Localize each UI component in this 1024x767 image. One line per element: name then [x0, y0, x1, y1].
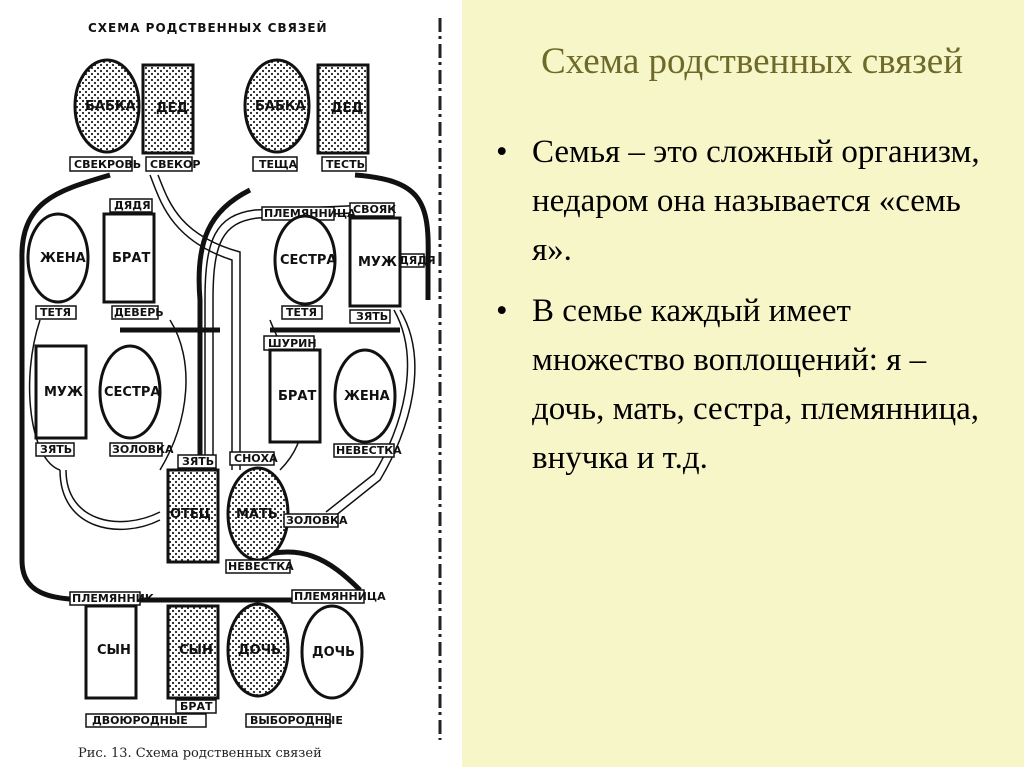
tag-nevestka-1: НЕВЕСТКА — [336, 444, 402, 457]
scanned-diagram: СХЕМА РОДСТВЕННЫХ СВЯЗЕЙ БАБКА ДЕД БАБКА… — [0, 0, 462, 767]
tag-svoyak: СВОЯК — [353, 203, 396, 216]
ded-paternal-label: ДЕД — [156, 101, 188, 116]
row2-tags-bottom — [35, 305, 391, 324]
tag-dever: ДЕВЕРЬ — [114, 306, 164, 319]
otec — [166, 468, 220, 564]
muzh-left-label: МУЖ — [44, 385, 83, 400]
sestra-left-label: СЕСТРА — [104, 385, 160, 400]
tag-test: ТЕСТЬ — [326, 158, 365, 171]
tag-teshcha: ТЕЩА — [259, 158, 298, 171]
muzh-right — [348, 216, 402, 308]
diagram-caption: Рис. 13. Схема родственных связей — [78, 746, 322, 761]
doch-cousin-label: ДОЧЬ — [312, 645, 355, 660]
muzh-left — [34, 344, 88, 440]
bullet-text-1: Семья – это сложный организм, недаром он… — [532, 134, 980, 268]
diagram-title: СХЕМА РОДСТВЕННЫХ СВЯЗЕЙ — [88, 20, 328, 35]
bullet-text-2: В семье каждый имеет множество воплощени… — [532, 293, 980, 476]
bullet-dot-icon: • — [496, 134, 508, 170]
babka-paternal-label: БАБКА — [85, 99, 136, 114]
slide-text-panel: Схема родственных связей • Семья – это сл… — [462, 0, 1024, 767]
tag-zyat-1: ЗЯТЬ — [356, 310, 388, 323]
babka-maternal — [243, 58, 311, 154]
syn-cousin — [84, 604, 138, 700]
syn-sibling-label: СЫН — [179, 643, 213, 658]
brat-left — [102, 212, 156, 304]
zhena-right — [333, 348, 397, 444]
tag-dyadya-2: ДЯДЯ — [399, 254, 436, 267]
ded-maternal — [316, 63, 370, 155]
ded-maternal-label: ДЕД — [331, 101, 363, 116]
brat-left-label: БРАТ — [112, 251, 150, 266]
double-lines — [28, 174, 416, 531]
tag-plemyannica: ПЛЕМЯННИЦА — [264, 207, 356, 220]
syn-cousin-label: СЫН — [97, 643, 131, 658]
tag-brat-3: БРАТ — [180, 700, 213, 713]
top-role-tags — [69, 156, 367, 172]
row2-tags-top — [109, 198, 425, 268]
doch-cousin — [300, 604, 364, 700]
zhena-left — [26, 212, 90, 304]
bullet-item: • В семье каждый имеет множество воплощен… — [496, 287, 1002, 483]
brat-right-label: БРАТ — [278, 389, 316, 404]
row3-tags-bottom — [35, 442, 395, 458]
tag-vyborodnye: ВЫБОРОДНЫЕ — [250, 714, 343, 727]
muzh-right-label: МУЖ — [358, 255, 397, 270]
tag-tetya-2: ТЕТЯ — [286, 306, 317, 319]
sestra-right — [273, 214, 337, 306]
tag-svekrov: СВЕКРОВЬ — [74, 158, 141, 171]
tag-dyadya-1: ДЯДЯ — [114, 199, 151, 212]
babka-maternal-label: БАБКА — [255, 99, 306, 114]
tag-shurin: ШУРИН — [268, 337, 317, 350]
mat-label: МАТЬ — [236, 507, 278, 522]
tag-plemyannica-2: ПЛЕМЯННИЦА — [294, 590, 386, 603]
bullet-list: • Семья – это сложный организм, недаром о… — [496, 128, 1002, 495]
bullet-dot-icon: • — [496, 293, 508, 329]
doch-self-label: ДОЧЬ — [238, 643, 281, 658]
tag-zolovka-2: ЗОЛОВКА — [286, 514, 348, 527]
tag-tetya-1: ТЕТЯ — [40, 306, 71, 319]
zhena-right-label: ЖЕНА — [344, 389, 390, 404]
children-tags-top — [69, 589, 365, 606]
tag-snoha: СНОХА — [234, 452, 278, 465]
tag-zolovka-1: ЗОЛОВКА — [112, 443, 174, 456]
kinship-diagram: СХЕМА РОДСТВЕННЫХ СВЯЗЕЙ БАБКА ДЕД БАБКА… — [19, 18, 442, 761]
tag-zyat-2: ЗЯТЬ — [40, 443, 72, 456]
tag-zyat-3: ЗЯТЬ — [182, 455, 214, 468]
sestra-left — [98, 344, 162, 440]
zhena-left-label: ЖЕНА — [40, 251, 86, 266]
tag-dvoyurodnye: ДВОЮРОДНЫЕ — [92, 714, 188, 727]
bullet-item: • Семья – это сложный организм, недаром о… — [496, 128, 1002, 275]
tag-nevestka-2: НЕВЕСТКА — [228, 560, 294, 573]
syn-sibling — [166, 604, 220, 700]
otec-label: ОТЕЦ — [170, 507, 211, 522]
ded-paternal — [141, 63, 195, 155]
babka-paternal — [73, 58, 141, 154]
slide-title: Схема родственных связей — [540, 41, 963, 82]
parent-tags-bottom — [225, 513, 339, 574]
doch-self — [226, 602, 290, 698]
brat-right — [268, 348, 322, 444]
sestra-right-label: СЕСТРА — [280, 253, 336, 268]
parent-tags-top — [177, 451, 275, 469]
tag-plemyannik: ПЛЕМЯННИК — [72, 592, 154, 605]
tag-svekor: СВЕКОР — [150, 158, 200, 171]
children-tags-bottom — [85, 699, 331, 728]
